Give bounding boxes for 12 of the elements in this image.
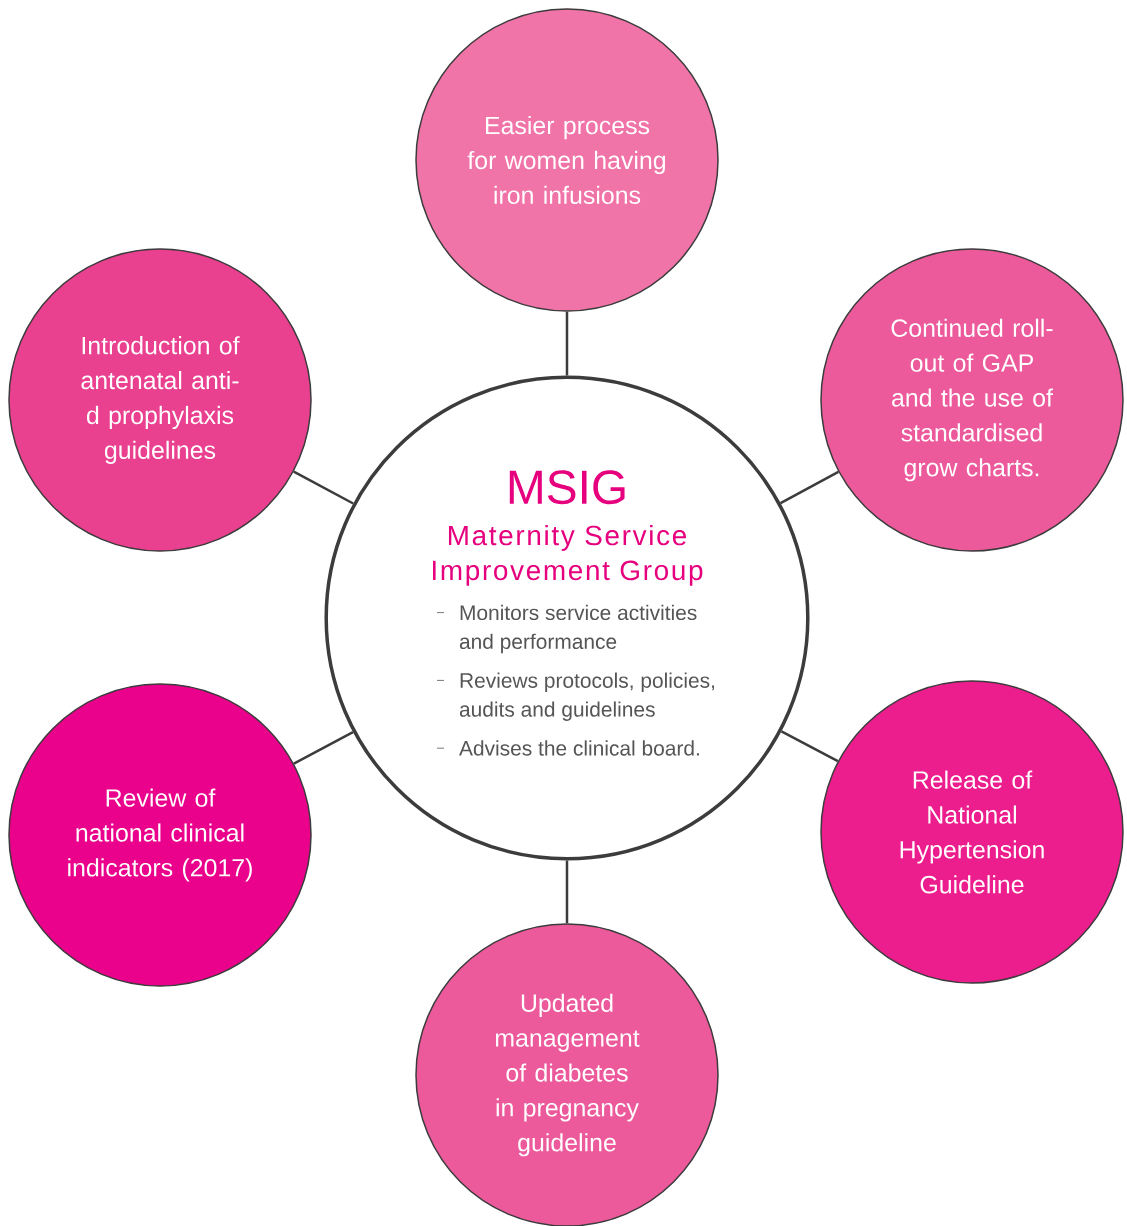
connector-line xyxy=(565,860,569,924)
subtitle: Maternity Service Improvement Group xyxy=(433,524,703,586)
connector-line xyxy=(780,730,839,763)
bullet-item: Advises the clinical board. xyxy=(436,740,699,756)
connector-line xyxy=(293,731,354,765)
bullet-item: Monitors service activities and performance xyxy=(436,604,697,654)
connector-line xyxy=(565,311,569,376)
connector-line xyxy=(779,470,839,505)
bullet-item: Reviews protocols, policies, audits and guidelines xyxy=(436,672,715,721)
title: MSIG xyxy=(509,470,625,505)
connector-line xyxy=(293,470,354,505)
center-circle xyxy=(324,375,810,861)
